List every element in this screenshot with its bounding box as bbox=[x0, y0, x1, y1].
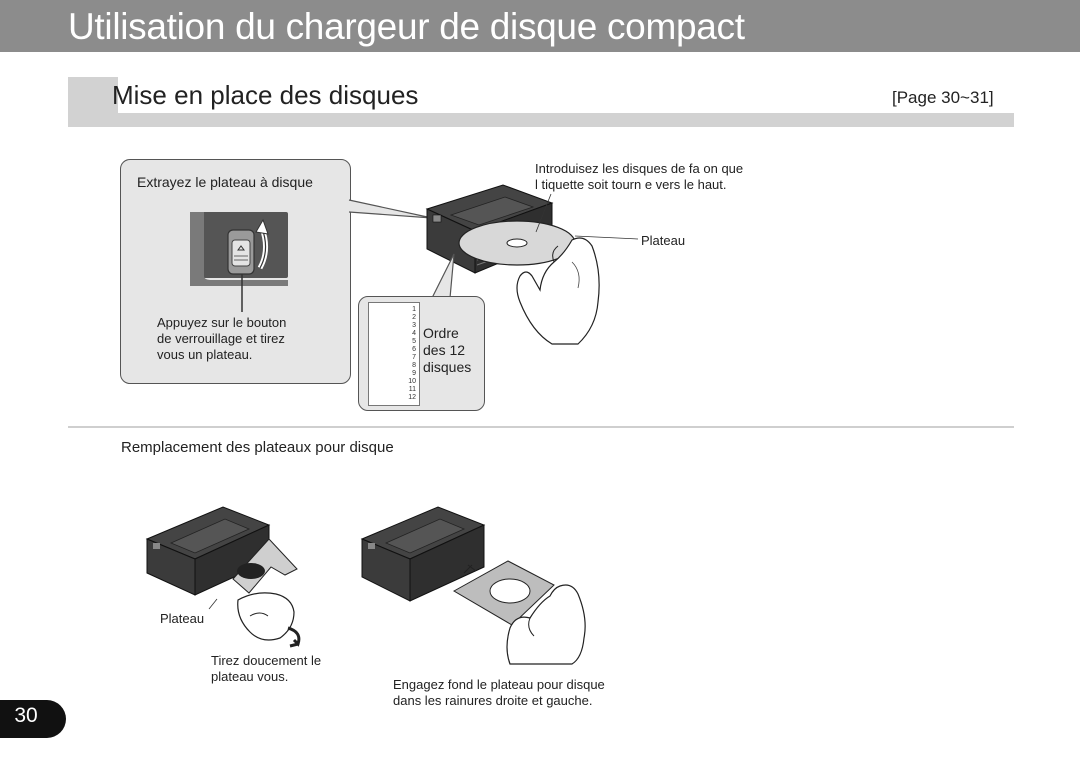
order-label-line: des 12 bbox=[423, 342, 466, 358]
disc-order-label: Ordre des 12 disques bbox=[423, 325, 471, 376]
order-number: 10 bbox=[408, 378, 416, 385]
order-number: 4 bbox=[412, 330, 416, 337]
section-marker bbox=[68, 77, 118, 127]
insert-note-line: l tiquette soit tourn e vers le haut. bbox=[535, 177, 727, 192]
page-reference: [Page 30~31] bbox=[892, 88, 994, 107]
changer-pull-illustration bbox=[145, 506, 298, 610]
engage-note: Engagez fond le plateau pour disque dans… bbox=[393, 677, 605, 709]
engage-note-line: dans les rainures droite et gauche. bbox=[393, 693, 593, 708]
pull-note: Tirez doucement le plateau vous. bbox=[211, 653, 321, 685]
order-number: 12 bbox=[408, 394, 416, 401]
page-number-tab bbox=[0, 700, 66, 738]
plateau-label: Plateau bbox=[641, 233, 686, 248]
pulling-hand-illustration bbox=[237, 592, 301, 648]
order-number: 5 bbox=[412, 338, 416, 345]
pull-note-line: plateau vous. bbox=[211, 669, 289, 684]
cd-changer-illustration bbox=[425, 184, 576, 274]
order-number: 7 bbox=[412, 354, 416, 361]
order-pointer bbox=[431, 253, 455, 299]
disc-order-panel bbox=[368, 302, 420, 406]
leader-lines bbox=[535, 193, 639, 240]
order-number: 1 bbox=[412, 306, 416, 313]
engaging-hand-illustration bbox=[506, 584, 586, 665]
order-number: 2 bbox=[412, 314, 416, 321]
order-number: 8 bbox=[412, 362, 416, 369]
pull-note-line: Tirez doucement le bbox=[211, 653, 322, 668]
order-number: 3 bbox=[412, 322, 416, 329]
order-number: 6 bbox=[412, 346, 416, 353]
hand-illustration bbox=[516, 237, 600, 345]
order-number: 9 bbox=[412, 370, 416, 377]
order-label-line: disques bbox=[423, 359, 472, 375]
header-band bbox=[0, 0, 1080, 52]
disc-order-numbers: 1 2 3 4 5 6 7 8 9 10 11 12 bbox=[370, 306, 416, 402]
order-number: 11 bbox=[408, 386, 416, 393]
section-divider bbox=[68, 426, 1014, 428]
page-title: Utilisation du chargeur de disque compac… bbox=[68, 6, 745, 47]
callout-line: vous un plateau. bbox=[157, 347, 253, 362]
page-number: 30 bbox=[14, 704, 38, 727]
section-title: Mise en place des disques bbox=[112, 80, 419, 110]
plateau-label-bottom: Plateau bbox=[160, 611, 205, 626]
replacement-subheading: Remplacement des plateaux pour disque bbox=[121, 439, 394, 456]
section-underline-bar bbox=[118, 113, 1014, 127]
engage-note-line: Engagez fond le plateau pour disque bbox=[393, 677, 605, 692]
order-label-line: Ordre bbox=[423, 325, 459, 341]
callout-title: Extrayez le plateau à disque bbox=[137, 174, 313, 190]
insert-note: Introduisez les disques de fa on que l t… bbox=[535, 161, 743, 193]
callout-line: Appuyez sur le bouton bbox=[157, 315, 287, 330]
lock-button-illustration bbox=[190, 212, 288, 312]
changer-engage-illustration bbox=[360, 506, 555, 626]
insert-note-line: Introduisez les disques de fa on que bbox=[535, 161, 744, 176]
callout-line: de verrouillage et tirez bbox=[157, 331, 285, 346]
callout-instructions: Appuyez sur le bouton de verrouillage et… bbox=[157, 315, 286, 363]
